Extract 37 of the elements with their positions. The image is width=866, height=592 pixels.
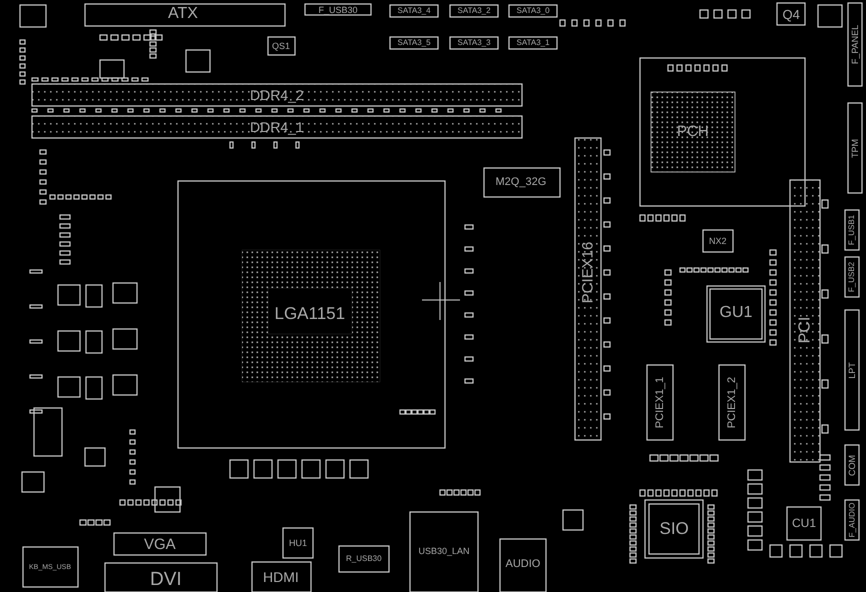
component-label: SIO <box>660 520 689 536</box>
component-label: GU1 <box>720 305 752 321</box>
component-label: DVI <box>150 570 182 588</box>
component-label: SATA3_4 <box>398 7 431 15</box>
component-label: CU1 <box>792 517 816 529</box>
component-label: F_USB1 <box>848 214 856 246</box>
component-label: PCIEX16 <box>580 241 596 303</box>
component-label: COM <box>848 454 856 476</box>
component-label: F_USB2 <box>848 262 856 292</box>
component-label: ATX <box>168 6 198 22</box>
component-label: PCH <box>677 124 709 138</box>
component-label: PCIEX1_2 <box>726 376 738 428</box>
component-label: F_PANEL <box>850 24 860 64</box>
component-label: SATA3_0 <box>516 7 550 15</box>
component-label: DDR4_1 <box>250 120 304 134</box>
component-label: F_USB30 <box>318 6 358 14</box>
component-label: Q4 <box>782 8 800 20</box>
component-label: LPT <box>847 362 856 378</box>
component-label: TPM <box>850 138 860 158</box>
component-label: VGA <box>144 536 176 552</box>
component-label: DDR4_2 <box>250 88 304 102</box>
component-label: USB30_LAN <box>418 546 470 556</box>
component-label: HDMI <box>263 570 299 584</box>
component-label: QS1 <box>272 42 290 50</box>
component-label: SATA3_1 <box>516 39 550 47</box>
component-label: PCI <box>796 316 813 344</box>
component-label: LGA1151 <box>274 304 346 322</box>
component-label: HU1 <box>289 538 308 548</box>
component-label: SATA3_3 <box>458 39 491 47</box>
component-label: AUDIO <box>506 558 540 570</box>
component-label: SATA3_2 <box>458 7 491 15</box>
component-label: F_AUDIO <box>848 502 856 538</box>
component-label: SATA3_5 <box>398 39 431 47</box>
component-label: M2Q_32G <box>496 176 546 188</box>
component-label: NX2 <box>709 236 727 246</box>
component-label: R_USB30 <box>346 555 382 563</box>
component-label: PCIEX1_1 <box>654 376 666 428</box>
